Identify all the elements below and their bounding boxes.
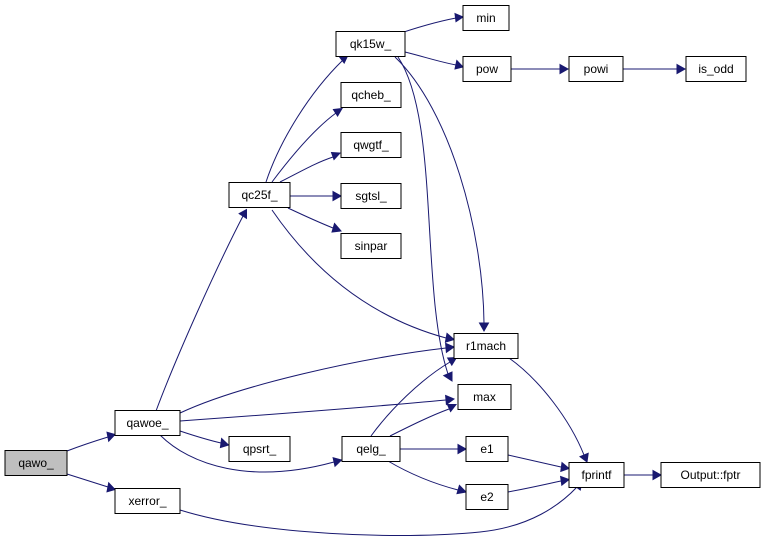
edge-fprintf-output-fptr: [624, 469, 663, 481]
node-is-odd[interactable]: is_odd: [685, 56, 747, 82]
edge-qawoe-qpsrt: [179, 430, 230, 449]
node-e1-label: e1: [480, 442, 494, 456]
edge-qk15w-pow: [404, 51, 464, 70]
node-max-label: max: [473, 390, 496, 404]
node-powi-label: powi: [584, 62, 609, 76]
node-qpsrt[interactable]: qpsrt_: [228, 436, 291, 462]
edge-qc25f-qcheb: [271, 107, 343, 183]
node-pow[interactable]: pow: [462, 56, 512, 82]
node-qwgtf[interactable]: qwgtf_: [340, 132, 402, 158]
node-sinpar-label: sinpar: [355, 239, 388, 253]
node-qelg-label: qelg_: [356, 442, 386, 456]
node-qk15w-label: qk15w_: [350, 37, 392, 51]
node-max[interactable]: max: [457, 384, 512, 410]
node-qpsrt-label: qpsrt_: [243, 442, 277, 456]
edge-qawoe-qc25f: [155, 208, 247, 412]
node-fprintf-label: fprintf: [581, 468, 612, 482]
node-qcheb-label: qcheb_: [351, 88, 391, 102]
node-pow-label: pow: [476, 62, 498, 76]
node-powi[interactable]: powi: [568, 56, 624, 82]
edge-qk15w-r1mach: [394, 56, 490, 333]
node-is-odd-label: is_odd: [698, 62, 733, 76]
edge-qc25f-qk15w: [265, 54, 349, 183]
node-qc25f[interactable]: qc25f_: [228, 182, 291, 208]
node-e1[interactable]: e1: [465, 436, 509, 462]
edge-pow-powi: [511, 63, 570, 75]
edge-e1-fprintf: [507, 454, 570, 473]
edge-qawoe-max: [179, 394, 456, 422]
node-qc25f-label: qc25f_: [241, 188, 277, 202]
edge-qelg-r1mach: [370, 356, 458, 437]
edge-r1mach-fprintf: [508, 357, 589, 463]
node-min[interactable]: min: [462, 5, 510, 31]
node-sgtsl[interactable]: sgtsl_: [340, 183, 402, 209]
edge-qawoe-qelg: [159, 434, 343, 473]
node-sgtsl-label: sgtsl_: [355, 189, 387, 203]
node-qawo-label: qawo_: [18, 456, 54, 470]
node-r1mach-label: r1mach: [466, 339, 506, 353]
edge-qc25f-qwgtf: [279, 151, 342, 183]
node-e2-label: e2: [480, 490, 494, 504]
node-xerror-label: xerror_: [128, 494, 166, 508]
node-qawo[interactable]: qawo_: [4, 450, 68, 476]
node-output-fptr[interactable]: Output::fptr: [660, 462, 761, 488]
edge-qc25f-sgtsl: [290, 190, 343, 202]
edge-qelg-e1: [400, 443, 468, 455]
node-sinpar[interactable]: sinpar: [340, 233, 402, 259]
edge-e2-fprintf: [507, 475, 571, 493]
edge-qc25f-sinpar: [287, 207, 343, 233]
node-fprintf[interactable]: fprintf: [568, 462, 625, 488]
edge-qawo-qawoe: [66, 431, 116, 452]
edge-qawo-xerror: [66, 473, 116, 493]
node-output-fptr-label: Output::fptr: [680, 468, 740, 482]
node-e2[interactable]: e2: [465, 484, 509, 510]
edge-qawoe-r1mach: [179, 342, 456, 414]
node-qawoe-label: qawoe_: [126, 416, 168, 430]
node-xerror[interactable]: xerror_: [114, 488, 181, 514]
node-min-label: min: [476, 11, 495, 25]
edge-qelg-max: [389, 404, 458, 437]
edge-qk15w-max: [397, 56, 453, 382]
node-qawoe[interactable]: qawoe_: [114, 410, 181, 436]
edge-qc25f-r1mach: [271, 209, 456, 343]
node-qk15w[interactable]: qk15w_: [335, 31, 406, 57]
edge-qelg-e2: [387, 460, 468, 495]
node-qelg[interactable]: qelg_: [341, 436, 401, 462]
edge-powi-is_odd: [623, 63, 687, 75]
node-r1mach[interactable]: r1mach: [453, 333, 519, 359]
node-qcheb[interactable]: qcheb_: [340, 82, 402, 108]
node-qwgtf-label: qwgtf_: [353, 138, 389, 152]
